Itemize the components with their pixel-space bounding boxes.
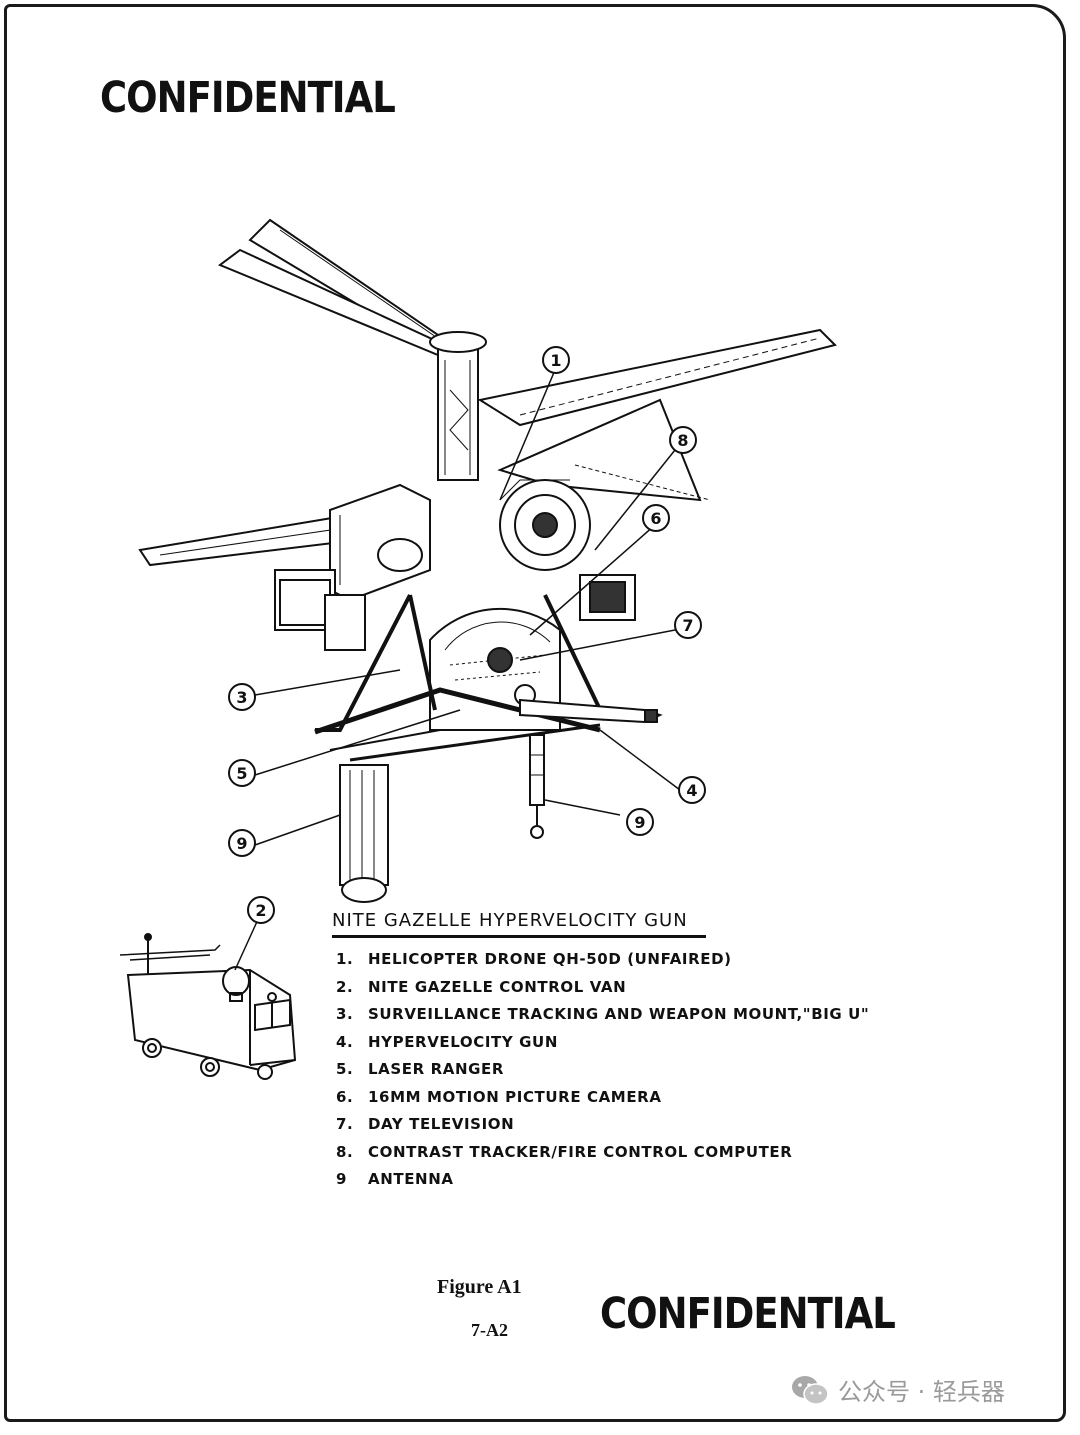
callout-9-right: 9	[626, 808, 654, 836]
van-wheel	[142, 1038, 162, 1058]
sensor-box-center	[324, 594, 366, 651]
engine-intake	[377, 538, 423, 572]
figure-caption: Figure A1	[437, 1276, 522, 1298]
confidential-stamp-top: CONFIDENTIAL	[100, 72, 396, 123]
watermark: 公众号 · 轻兵器	[790, 1372, 1005, 1407]
svg-text:6: 6	[650, 509, 661, 528]
legend-item: 1. HELICOPTER DRONE QH-50D (UNFAIRED)	[336, 950, 869, 978]
van-radar-dome	[222, 966, 250, 996]
callout-5: 5	[228, 759, 256, 787]
helicopter-drone-illustration: 1 8 6 7 3 5 4 9 9	[138, 218, 837, 903]
svg-text:4: 4	[686, 781, 697, 800]
rotor-mast	[437, 339, 479, 481]
legend-item-number: 7.	[336, 1115, 354, 1133]
svg-text:8: 8	[677, 431, 688, 450]
legend-item-number: 4.	[336, 1032, 354, 1051]
page-border	[4, 4, 1066, 1422]
svg-text:9: 9	[236, 834, 247, 853]
legend-item: 2. NITE GAZELLE CONTROL VAN	[336, 978, 869, 1006]
legend-item: 6. 16MM MOTION PICTURE CAMERA	[336, 1088, 869, 1116]
svg-text:3: 3	[236, 688, 247, 707]
legend-item: 4. HYPERVELOCITY GUN	[336, 1033, 869, 1061]
legend-item: 5. LASER RANGER	[336, 1060, 869, 1088]
legend-item-number: 8.	[336, 1142, 354, 1161]
page-number: 7-A2	[471, 1320, 508, 1340]
antenna-right	[529, 734, 545, 806]
legend-item-text: SURVEILLANCE TRACKING AND WEAPON MOUNT,"…	[368, 1005, 870, 1023]
callout-7: 7	[674, 611, 702, 639]
legend-item: 7. DAY TELEVISION	[336, 1115, 869, 1143]
legend-item-text: DAY TELEVISION	[368, 1115, 515, 1133]
legend-item: 3. SURVEILLANCE TRACKING AND WEAPON MOUNT…	[336, 1005, 869, 1033]
svg-text:7: 7	[682, 616, 693, 635]
legend-title: NITE GAZELLE HYPERVELOCITY GUN	[332, 910, 706, 938]
legend-item-number: 1.	[336, 950, 354, 968]
legend-item-number: 3.	[336, 1005, 354, 1023]
legend-item-text: HYPERVELOCITY GUN	[368, 1032, 558, 1051]
legend-item-text: NITE GAZELLE CONTROL VAN	[368, 977, 627, 996]
legend-item-number: 5.	[336, 1060, 354, 1078]
rotor-blade-upper-right	[477, 328, 837, 427]
callout-4: 4	[678, 776, 706, 804]
legend-item-text: 16MM MOTION PICTURE CAMERA	[368, 1087, 662, 1106]
legend-item: 9 ANTENNA	[336, 1170, 869, 1198]
legend-item: 8. CONTRAST TRACKER/FIRE CONTROL COMPUTER	[336, 1143, 869, 1171]
control-van-illustration: 2	[119, 896, 297, 1080]
callout-9-left: 9	[228, 829, 256, 857]
callout-6: 6	[642, 504, 670, 532]
legend-item-text: CONTRAST TRACKER/FIRE CONTROL COMPUTER	[368, 1142, 793, 1161]
svg-text:1: 1	[550, 351, 561, 370]
svg-text:9: 9	[634, 813, 645, 832]
wechat-icon	[792, 1375, 829, 1405]
legend-list: 1. HELICOPTER DRONE QH-50D (UNFAIRED) 2. N…	[336, 950, 869, 1198]
legend-item-text: LASER RANGER	[368, 1060, 505, 1078]
callout-1: 1	[542, 346, 570, 374]
antenna-left	[339, 764, 389, 886]
legend-item-text: ANTENNA	[368, 1170, 454, 1188]
confidential-stamp-bottom: CONFIDENTIAL	[600, 1288, 896, 1339]
watermark-text: 公众号 · 轻兵器	[838, 1378, 1005, 1406]
svg-text:5: 5	[236, 764, 247, 783]
legend-item-number: 6.	[336, 1087, 354, 1106]
callout-2: 2	[247, 896, 275, 924]
legend-item-number: 2.	[336, 977, 354, 996]
callout-3: 3	[228, 683, 256, 711]
svg-text:2: 2	[255, 901, 266, 920]
callout-8: 8	[669, 426, 697, 454]
legend-item-text: HELICOPTER DRONE QH-50D (UNFAIRED)	[368, 950, 732, 968]
legend-item-number: 9	[336, 1170, 348, 1188]
